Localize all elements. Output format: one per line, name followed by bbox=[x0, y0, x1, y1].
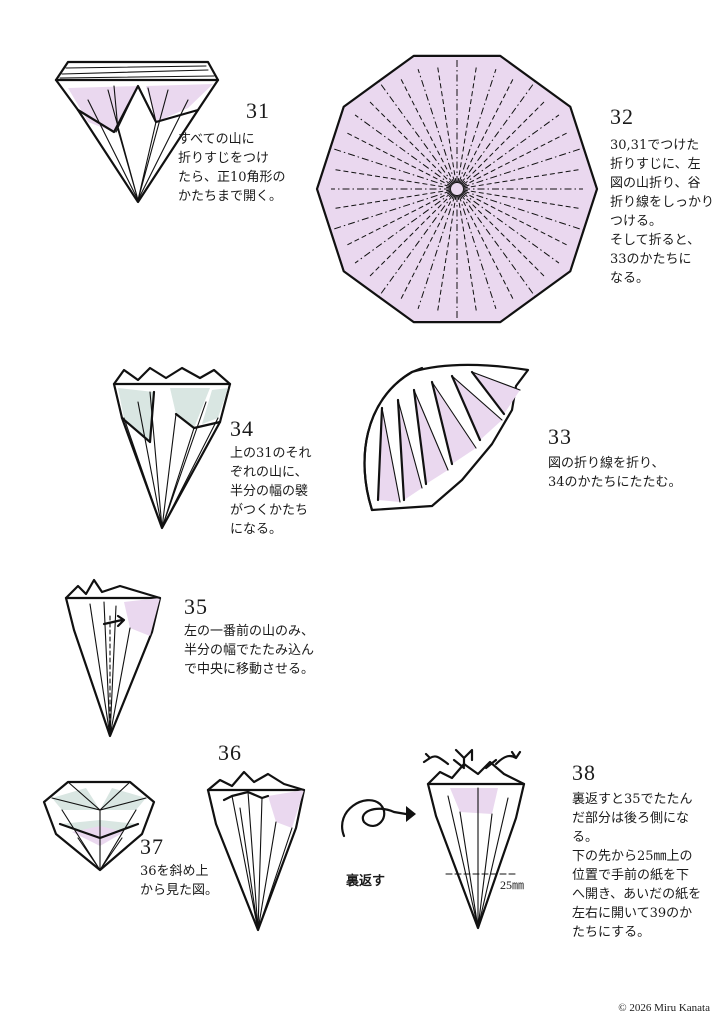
crease-line bbox=[457, 64, 478, 184]
crease-line bbox=[330, 190, 452, 231]
crease-line bbox=[459, 76, 515, 184]
step-36-number: 36 bbox=[218, 740, 242, 765]
crease-line bbox=[462, 147, 584, 188]
step-32-number: 32 bbox=[610, 104, 634, 129]
step-35-figure bbox=[60, 576, 170, 740]
crease-line bbox=[367, 99, 454, 186]
step-34-text: 上の31のそれ ぞれの山に、 半分の幅の襞 がつくかたち になる。 bbox=[230, 446, 312, 537]
crease-line bbox=[354, 114, 453, 186]
step-31-number: 31 bbox=[246, 98, 270, 123]
crease-line bbox=[354, 192, 453, 264]
step-38-text: 裏返すと35でたたん だ部分は後ろ側にな る。 下の先から25㎜上の 位置で手前… bbox=[572, 792, 702, 940]
measure-label: 25㎜ bbox=[500, 878, 525, 892]
crease-line bbox=[460, 192, 547, 279]
crease-line bbox=[344, 191, 452, 247]
crease-line bbox=[332, 168, 452, 189]
step-34-figure bbox=[110, 362, 240, 532]
copyright: © 2026 Miru Kanata bbox=[618, 1002, 710, 1014]
crease-line bbox=[458, 69, 497, 184]
step-32-text: 30,31でつけた 折りすじに、左 図の山折り、谷 折り線をしっかり つける。 … bbox=[610, 138, 715, 286]
crease-line bbox=[417, 194, 456, 309]
crease-line bbox=[399, 76, 455, 184]
crease-line bbox=[458, 194, 497, 309]
crease-line bbox=[457, 194, 478, 314]
crease-line bbox=[436, 64, 457, 184]
crease-line bbox=[462, 131, 570, 187]
crease-line bbox=[436, 194, 457, 314]
step-32-decagon bbox=[312, 44, 602, 334]
step-38-number: 38 bbox=[572, 760, 596, 785]
crease-line bbox=[417, 69, 456, 184]
step-36-figure bbox=[204, 768, 308, 934]
crease-line bbox=[462, 191, 570, 247]
step-38-figure bbox=[420, 744, 530, 932]
crease-line bbox=[332, 189, 452, 210]
crease-line bbox=[460, 99, 547, 186]
crease-line bbox=[460, 81, 536, 185]
step-35-number: 35 bbox=[184, 594, 208, 619]
crease-line bbox=[344, 131, 452, 187]
step-31-figure bbox=[48, 40, 228, 210]
step-37-text: 36を斜め上 から見た図。 bbox=[140, 864, 219, 898]
crease-line bbox=[378, 193, 454, 297]
step-37-figure bbox=[38, 774, 160, 874]
step-33-number: 33 bbox=[548, 424, 572, 449]
crease-line bbox=[460, 193, 536, 297]
step-31-text: すべての山に 折りすじをつけ たら、正10角形の かたちまで開く。 bbox=[178, 132, 286, 204]
crease-line bbox=[330, 147, 452, 188]
flip-label: 裏返す bbox=[346, 874, 386, 889]
crease-line bbox=[462, 190, 584, 231]
crease-line bbox=[378, 81, 454, 185]
crease-line bbox=[461, 114, 560, 186]
crease-line bbox=[462, 168, 582, 189]
step-33-text: 図の折り線を折り、 34のかたちにたたむ。 bbox=[548, 456, 682, 490]
crease-line bbox=[459, 194, 515, 302]
crease-line bbox=[462, 189, 582, 210]
step-33-figure bbox=[352, 360, 542, 520]
crease-line bbox=[461, 192, 560, 264]
step-34-number: 34 bbox=[230, 416, 254, 441]
crease-line bbox=[367, 192, 454, 279]
crease-line bbox=[399, 194, 455, 302]
flip-arrow-icon bbox=[336, 790, 416, 860]
step-35-text: 左の一番前の山のみ、 半分の幅でたたみ込ん で中央に移動させる。 bbox=[184, 624, 315, 677]
step-37-number: 37 bbox=[140, 834, 164, 859]
